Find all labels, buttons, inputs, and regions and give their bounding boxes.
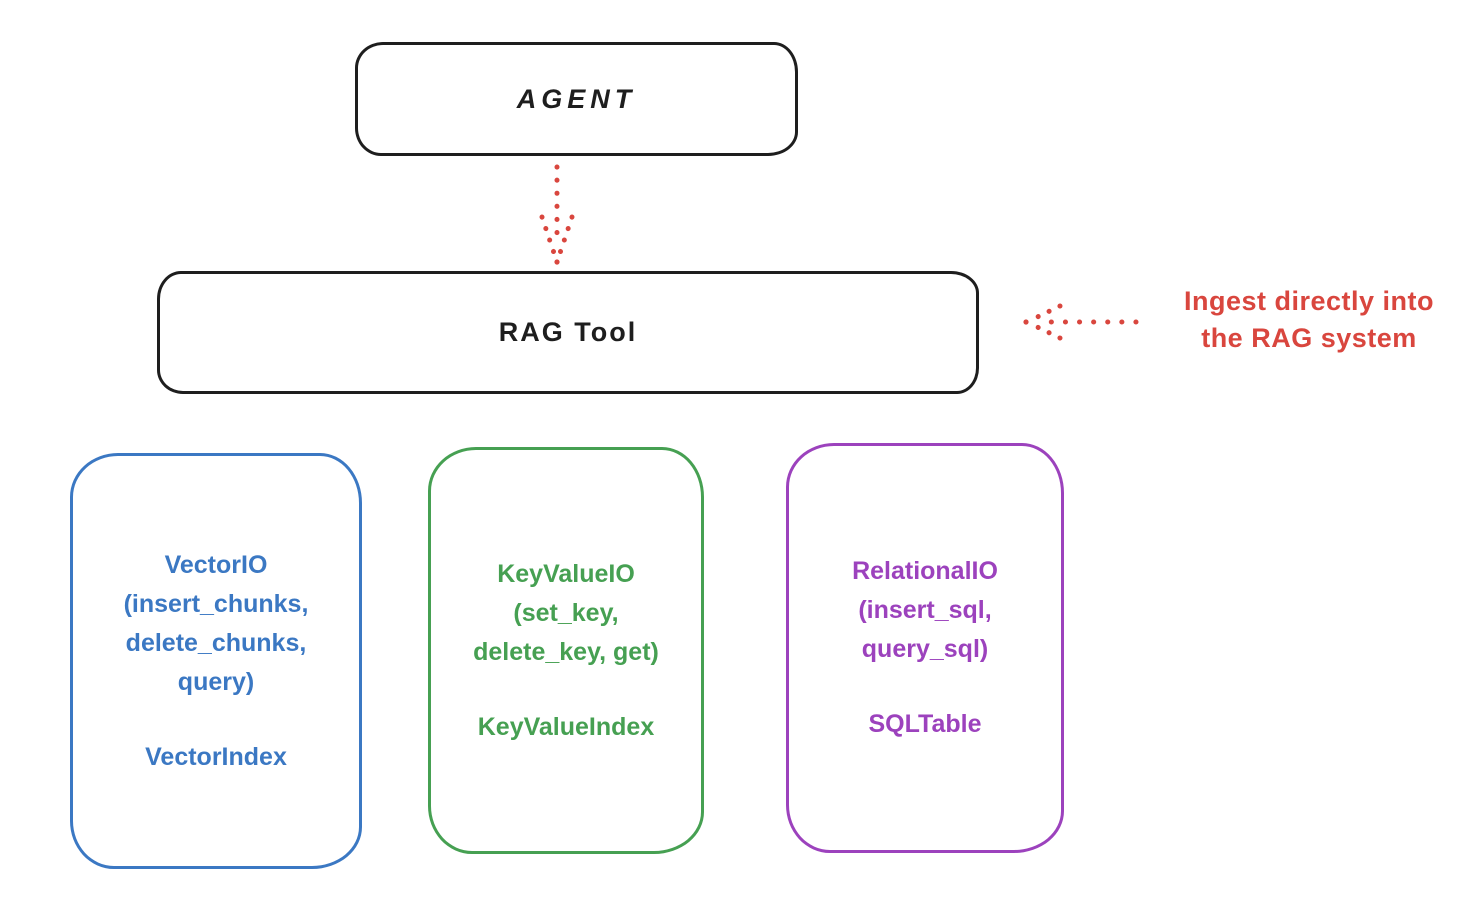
annotation-line-1: Ingest directly into [1183,286,1435,316]
annotation-line-2: the RAG system [1201,323,1417,353]
store-line: RelationalIO [852,557,998,585]
store-line: query) [177,667,255,696]
store-line: (insert_chunks, [123,589,309,618]
store-index-label: SQLTable [868,710,982,738]
annotation-note: Ingest directly into the RAG system [1148,283,1470,357]
store-line: delete_key, get) [473,637,659,666]
rag-tool-node-label: RAG Tool [498,317,638,347]
store-line: VectorIO [164,550,268,579]
store-node-vectorio: VectorIO (insert_chunks, delete_chunks, … [70,453,362,869]
agent-node: AGENT [355,42,798,156]
store-line: query_sql) [861,635,989,663]
store-index-label: KeyValueIndex [477,712,655,741]
dotted-arrow-left-icon [1023,303,1139,341]
store-node-relationalio: RelationalIO (insert_sql, query_sql) SQL… [786,443,1064,853]
store-line: (set_key, [513,598,619,627]
store-line: (insert_sql, [858,596,992,624]
store-index-label: VectorIndex [145,742,287,771]
store-line: delete_chunks, [125,628,307,657]
store-line: KeyValueIO [497,559,635,588]
agent-node-label: AGENT [516,83,637,114]
rag-tool-node: RAG Tool [157,271,979,394]
dotted-arrow-down-icon [539,164,575,265]
store-node-keyvalueio: KeyValueIO (set_key, delete_key, get) Ke… [428,447,704,854]
